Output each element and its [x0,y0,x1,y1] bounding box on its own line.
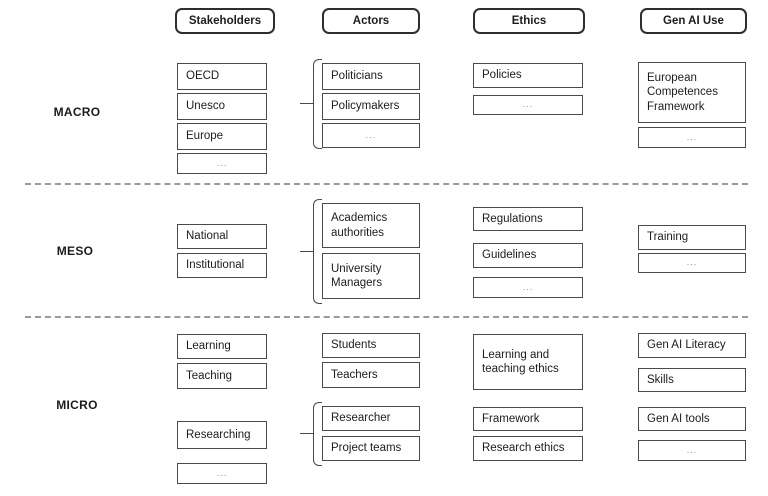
box-meso-genai-training: Training [638,225,746,250]
column-header-stakeholders: Stakeholders [175,8,275,34]
box-micro-genai-tools: Gen AI tools [638,407,746,431]
box-macro-stakeholder-unesco: Unesco [177,93,267,120]
box-meso-actor-academics-authorities: Academics authorities [322,203,420,248]
box-micro-stakeholder-researching: Researching [177,421,267,449]
box-meso-ethics-regulations: Regulations [473,207,583,231]
box-meso-ethics-guidelines: Guidelines [473,243,583,268]
box-micro-stakeholder-learning: Learning [177,334,267,359]
box-macro-ethics-policies: Policies [473,63,583,88]
box-micro-genai-skills: Skills [638,368,746,392]
row-divider-meso-micro [25,316,748,318]
box-micro-stakeholder-ellipsis: ... [177,463,267,484]
column-header-ethics: Ethics [473,8,585,34]
bracket-macro-actors [300,59,322,149]
bracket-tick [300,250,313,252]
bracket-micro-actors [300,402,322,466]
row-label-micro: MICRO [56,398,98,412]
row-divider-macro-meso [25,183,748,185]
box-micro-ethics-framework: Framework [473,407,583,431]
box-micro-actor-researcher: Researcher [322,406,420,431]
box-macro-genai-european-competences-framework: European Competences Framework [638,62,746,123]
box-meso-ethics-ellipsis: ... [473,277,583,298]
box-macro-actor-politicians: Politicians [322,63,420,90]
box-meso-stakeholder-institutional: Institutional [177,253,267,278]
box-macro-stakeholder-oecd: OECD [177,63,267,90]
row-label-meso: MESO [56,244,94,258]
box-micro-ethics-research-ethics: Research ethics [473,436,583,461]
box-meso-genai-ellipsis: ... [638,253,746,273]
box-micro-genai-ellipsis: ... [638,440,746,461]
box-micro-ethics-learning-teaching-ethics: Learning and teaching ethics [473,334,583,390]
bracket-tick [300,433,313,434]
column-header-actors: Actors [322,8,420,34]
box-meso-actor-university-managers: University Managers [322,253,420,299]
bracket-meso-actors [300,199,322,304]
bracket-tick [300,103,313,104]
box-micro-genai-literacy: Gen AI Literacy [638,333,746,358]
box-micro-stakeholder-teaching: Teaching [177,363,267,389]
box-micro-actor-students: Students [322,333,420,358]
box-macro-actor-ellipsis: ... [322,123,420,148]
box-micro-actor-project-teams: Project teams [322,436,420,461]
box-macro-stakeholder-ellipsis: ... [177,153,267,174]
box-micro-actor-teachers: Teachers [322,362,420,388]
box-macro-ethics-ellipsis: ... [473,95,583,115]
column-header-gen-ai-use: Gen AI Use [640,8,747,34]
row-label-macro: MACRO [53,105,101,119]
box-meso-stakeholder-national: National [177,224,267,249]
box-macro-actor-policymakers: Policymakers [322,93,420,120]
box-macro-stakeholder-europe: Europe [177,123,267,150]
box-macro-genai-ellipsis: ... [638,127,746,148]
